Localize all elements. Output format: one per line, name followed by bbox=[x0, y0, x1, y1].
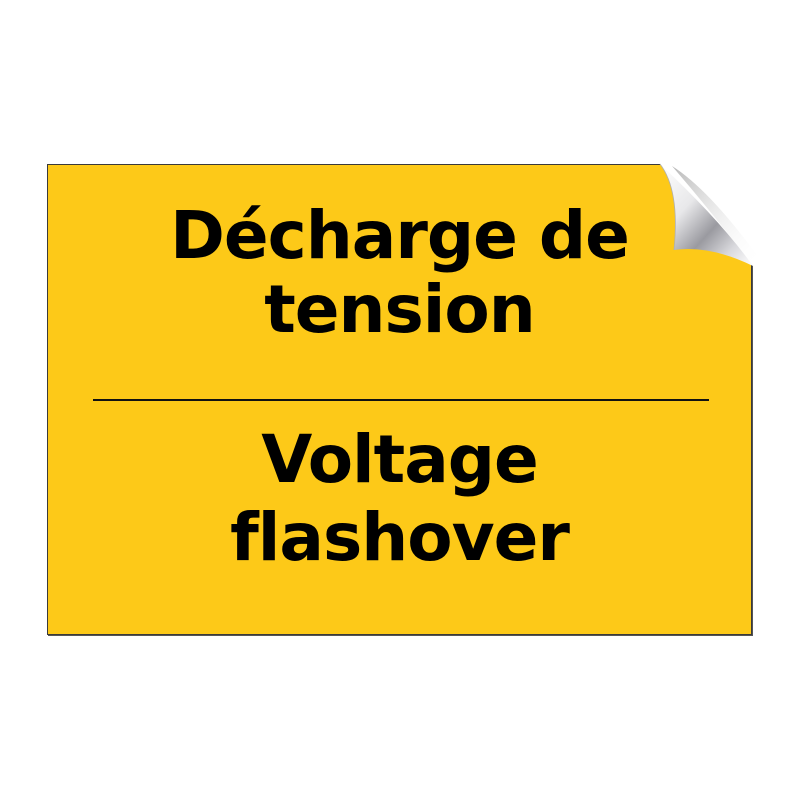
divider-line bbox=[93, 399, 709, 401]
french-title-line-1: Décharge de bbox=[170, 197, 630, 274]
warning-sign-sticker: Décharge de tension Voltage flashover bbox=[47, 164, 752, 635]
english-title-line-2: flashover bbox=[230, 499, 570, 576]
english-title-line-1: Voltage bbox=[261, 421, 539, 498]
french-title-line-2: tension bbox=[264, 271, 536, 348]
peeling-corner-icon bbox=[659, 163, 762, 266]
